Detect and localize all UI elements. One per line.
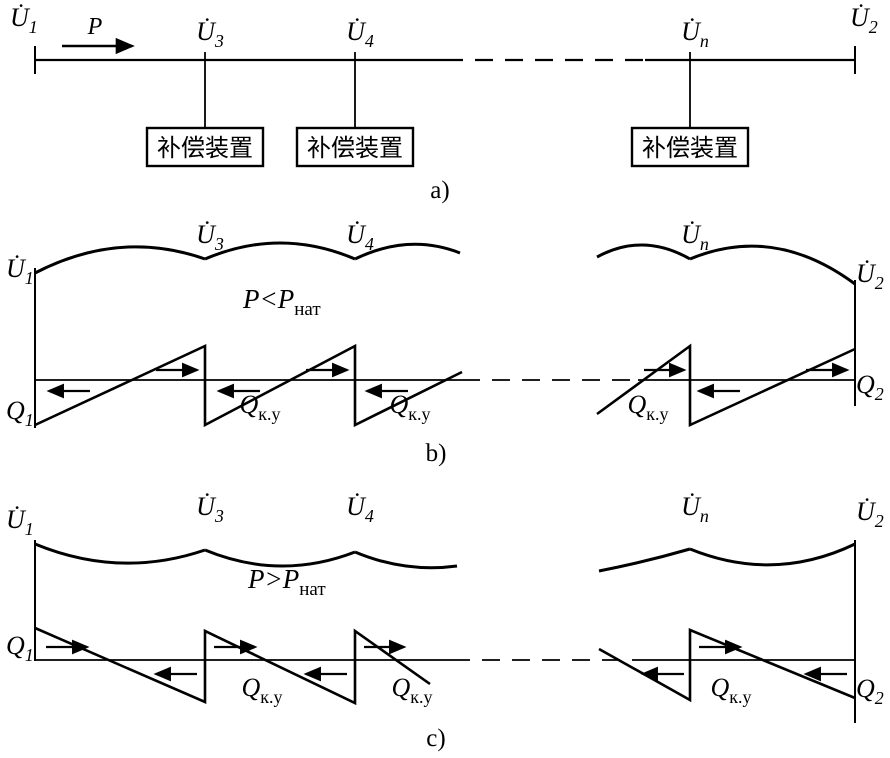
q2-label-c: Q2 — [856, 674, 884, 708]
reactive-power-sawtooth-b-left — [34, 343, 463, 428]
node-label-u2-b: U̇2 — [856, 259, 884, 293]
condition-label-c: P>Pнат — [247, 564, 326, 600]
reactive-power-sawtooth-b-right — [596, 343, 856, 428]
voltage-profile-b-seg1 — [34, 245, 206, 275]
qku-label-c: Qк.у — [241, 673, 282, 707]
voltage-profile-c-seg3 — [354, 550, 458, 570]
qku-label-b: Qк.у — [239, 390, 280, 424]
compensation-box — [295, 126, 415, 168]
voltage-profile-c-seg2 — [204, 548, 356, 568]
node-label-u1-c: U̇1 — [6, 505, 34, 539]
node-label-un-c: U̇n — [681, 492, 709, 526]
compensation-box-label: 补偿装置 — [642, 135, 738, 162]
qku-label-b: Qк.у — [389, 390, 430, 424]
section-a-line-scheme: U̇1 U̇2 P U̇3 U̇4 U̇n 补偿装置 补偿装置 补偿装置 a) — [10, 3, 878, 204]
q1-label-b: Q1 — [6, 396, 34, 430]
qku-label-c: Qк.у — [710, 673, 751, 707]
voltage-profile-b-seg2 — [204, 241, 356, 261]
node-label-u2: U̇2 — [850, 3, 878, 37]
section-c-overloaded-profile: U̇1 U̇2 U̇3 U̇4 U̇n P>Pнат Q1 Q2 Qк.у Qк… — [6, 492, 884, 752]
voltage-profile-b-seg4 — [596, 243, 691, 261]
caption-c: c) — [426, 725, 445, 752]
node-label-u4-c: U̇4 — [346, 492, 374, 526]
node-label-u2-c: U̇2 — [856, 497, 884, 531]
voltage-profile-c-seg1 — [34, 542, 206, 565]
voltage-profile-c-seg5 — [689, 542, 856, 567]
voltage-profile-b-seg3 — [354, 242, 461, 261]
caption-b: b) — [426, 440, 447, 467]
node-label-un: U̇n — [681, 17, 709, 51]
node-label-u3-b: U̇3 — [196, 220, 224, 254]
caption-a: a) — [430, 177, 449, 204]
q2-label-b: Q2 — [856, 370, 884, 404]
section-b-underloaded-profile: U̇1 U̇2 U̇3 U̇4 U̇n P<Pнат Q1 Q2 Qк.у Qк… — [6, 220, 884, 467]
compensation-box — [145, 126, 265, 168]
node-label-u3-c: U̇3 — [196, 492, 224, 526]
power-flow-label: P — [87, 14, 103, 40]
compensation-box-label: 补偿装置 — [307, 135, 403, 162]
voltage-profile-b-seg5 — [689, 244, 856, 286]
node-label-u4-b: U̇4 — [346, 220, 374, 254]
node-label-u3: U̇3 — [196, 17, 224, 51]
q1-label-c: Q1 — [6, 631, 34, 665]
voltage-profile-c-seg4 — [598, 547, 691, 573]
node-label-u1-b: U̇1 — [6, 254, 34, 288]
node-label-u1: U̇1 — [10, 3, 38, 37]
compensation-box-label: 补偿装置 — [157, 135, 253, 162]
qku-label-b: Qк.у — [627, 390, 668, 424]
condition-label-b: P<Pнат — [242, 284, 321, 320]
compensation-box — [630, 126, 750, 168]
reactive-power-sawtooth-c-left — [34, 626, 431, 706]
node-label-u4: U̇4 — [346, 17, 374, 51]
node-label-un-b: U̇n — [681, 220, 709, 254]
qku-label-c: Qк.у — [391, 673, 432, 707]
